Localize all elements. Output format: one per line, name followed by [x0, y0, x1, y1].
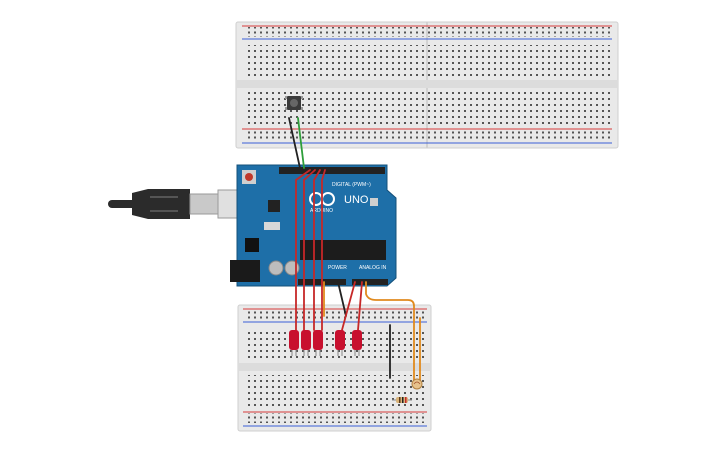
digital-label: DIGITAL (PWM~): [332, 182, 371, 188]
photoresistor-icon[interactable]: [411, 378, 423, 390]
resistor-icon[interactable]: [392, 397, 412, 403]
atmega-chip: [300, 240, 386, 260]
power-jack[interactable]: [230, 260, 260, 282]
analog-label: ANALOG IN: [359, 265, 387, 271]
usb-plug-icon[interactable]: [108, 189, 259, 219]
led-3[interactable]: [313, 330, 323, 356]
breadboard-top[interactable]: [235, 21, 619, 149]
pushbutton-icon[interactable]: [285, 96, 303, 110]
led-1[interactable]: [289, 330, 299, 356]
breadboard-bottom[interactable]: [237, 304, 432, 432]
reset-button[interactable]: [242, 170, 256, 184]
board-model: UNO: [344, 194, 369, 206]
power-label: POWER: [328, 265, 347, 271]
arduino-uno-board[interactable]: DIGITAL (PWM~) ARDUINO UNO POWER ANALOG …: [230, 164, 397, 287]
digital-header: [279, 167, 385, 174]
led-2[interactable]: [301, 330, 311, 356]
led-group[interactable]: [289, 330, 362, 356]
led-4[interactable]: [335, 330, 345, 356]
wires[interactable]: [288, 117, 421, 383]
led-5[interactable]: [352, 330, 362, 356]
